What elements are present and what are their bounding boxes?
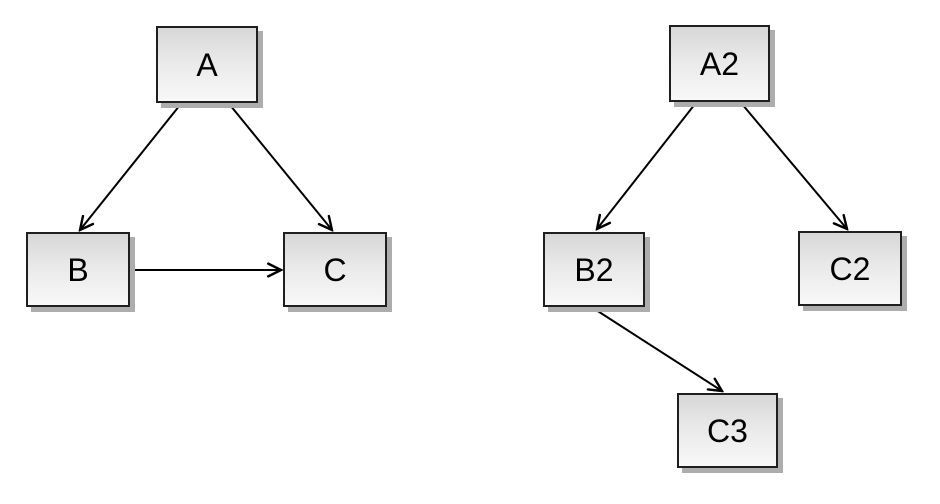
node-label-C3: C3 <box>707 412 748 449</box>
node-C3: C3 <box>677 393 778 468</box>
node-A2: A2 <box>669 25 770 102</box>
node-C: C <box>283 232 387 307</box>
edge-A2-to-C2 <box>741 103 847 229</box>
node-B: B <box>26 232 130 307</box>
edge-B2-to-C3 <box>592 307 722 391</box>
edge-A-to-C <box>229 104 332 230</box>
edge-A-to-B <box>80 104 181 230</box>
node-A: A <box>156 26 258 103</box>
node-label-B: B <box>67 251 89 288</box>
edges-group <box>80 103 847 391</box>
edge-A2-to-B2 <box>597 103 696 229</box>
node-label-C: C <box>323 251 347 288</box>
node-label-A2: A2 <box>699 45 740 82</box>
node-label-B2: B2 <box>574 251 614 288</box>
node-C2: C2 <box>798 231 902 306</box>
node-label-C2: C2 <box>829 250 871 287</box>
node-label-A: A <box>196 46 218 83</box>
node-B2: B2 <box>543 232 645 307</box>
